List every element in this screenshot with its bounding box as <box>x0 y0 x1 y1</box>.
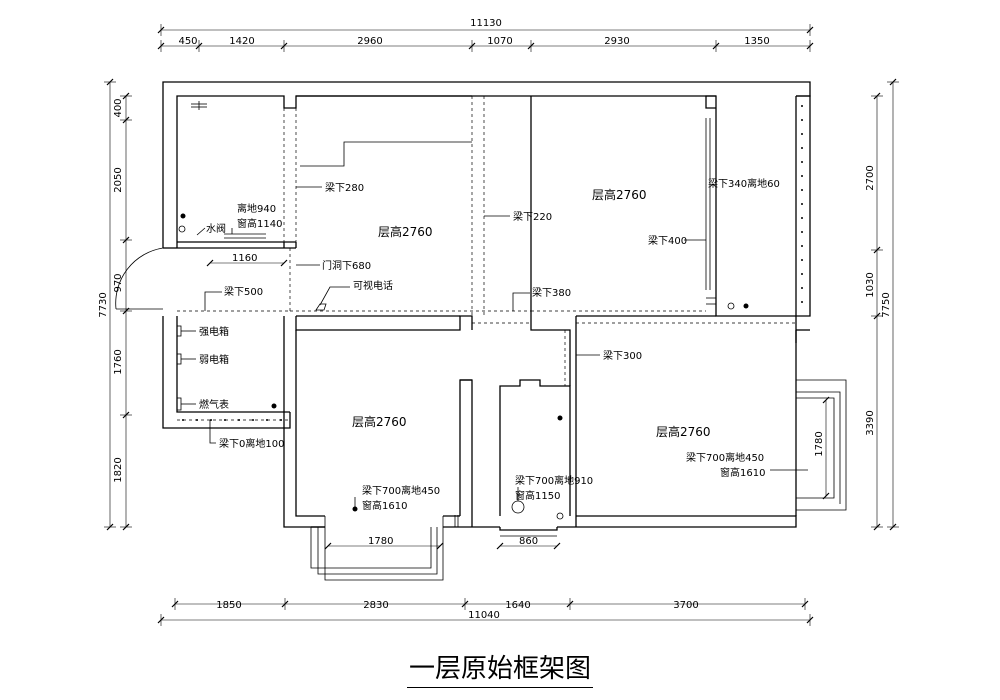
room-label-master: 层高2760 <box>592 187 647 202</box>
valve-label: 水阀 <box>206 222 226 235</box>
bedroom2-window-size-label: 窗高1610 <box>720 466 765 479</box>
room-label-bedroom1: 层高2760 <box>352 414 407 429</box>
gas-meter-label: 燃气表 <box>199 398 229 411</box>
videophone-label: 可视电话 <box>353 279 393 292</box>
bath-window-beam-label: 梁下700离地910 <box>515 474 593 487</box>
dim-left-5: 1820 <box>113 457 124 482</box>
drain-icon <box>178 225 186 233</box>
bedroom2-window-width: 1780 <box>814 431 825 456</box>
weak-box-label: 弱电箱 <box>199 353 229 366</box>
dim-top-6: 1350 <box>744 36 769 47</box>
drawing-title-text: 一层原始框架图 <box>406 648 593 688</box>
bedroom1-window-size-label: 窗高1610 <box>362 499 407 512</box>
kitchen-window-width: 1160 <box>232 253 257 264</box>
door-680-label: 门洞下680 <box>322 259 371 272</box>
dim-bottom-total: 11040 <box>468 610 500 621</box>
dim-left-4: 1760 <box>113 349 124 374</box>
beams <box>177 96 796 421</box>
kitchen-window-height-label: 离地940 <box>237 202 276 215</box>
valve-icon <box>557 415 563 421</box>
beam-280-label: 梁下280 <box>325 181 364 194</box>
strong-box-label: 强电箱 <box>199 325 229 338</box>
dim-left-1: 400 <box>113 98 124 117</box>
dim-top-1: 450 <box>178 36 197 47</box>
bath-window-width: 860 <box>519 536 538 547</box>
top-dimension-chain: 11130 450 1420 2960 1070 2930 1350 <box>157 18 814 52</box>
drawing-title: 一层原始框架图 <box>0 648 1000 688</box>
dim-left-2: 2050 <box>113 167 124 192</box>
right-dimension-chain: 2700 1030 3390 7750 <box>865 78 899 531</box>
dim-top-total: 11130 <box>470 18 502 29</box>
dim-bottom-2: 2830 <box>363 600 388 611</box>
dim-top-4: 1070 <box>487 36 512 47</box>
bath-window-size-label: 窗高1150 <box>515 489 560 502</box>
dim-bottom-4: 3700 <box>673 600 698 611</box>
bedroom1-window-beam-label: 梁下700离地450 <box>362 484 440 497</box>
walls <box>115 81 847 581</box>
dim-right-3: 3390 <box>865 410 876 435</box>
room-label-living: 层高2760 <box>378 224 433 239</box>
valve-icon <box>743 303 749 309</box>
dotted-wall <box>182 105 803 421</box>
beam-400-label: 梁下400 <box>648 234 687 247</box>
drain-icon <box>727 302 735 310</box>
dim-top-5: 2930 <box>604 36 629 47</box>
dim-bottom-3: 1640 <box>505 600 530 611</box>
dim-left-3: 970 <box>113 273 124 292</box>
beam-0-label: 梁下0离地100 <box>219 437 284 450</box>
meter-icon <box>511 500 525 514</box>
dim-right-1: 2700 <box>865 165 876 190</box>
drain-icon <box>556 512 564 520</box>
bedroom2-window-beam-label: 梁下700离地450 <box>686 451 764 464</box>
dim-right-total: 7750 <box>881 292 892 317</box>
dim-top-2: 1420 <box>229 36 254 47</box>
left-dimension-chain: 7730 400 2050 970 1760 1820 <box>98 78 132 531</box>
beam-220-label: 梁下220 <box>513 210 552 223</box>
bottom-dimension-chain: 1850 2830 1640 3700 11040 <box>157 598 814 626</box>
valve-icon <box>271 403 277 409</box>
fixtures <box>176 101 830 550</box>
bedroom1-window-width: 1780 <box>368 536 393 547</box>
videophone-symbol <box>315 303 327 311</box>
dim-right-2: 1030 <box>865 272 876 297</box>
beam-380-label: 梁下380 <box>532 286 571 299</box>
dim-left-total: 7730 <box>98 292 109 317</box>
dim-bottom-1: 1850 <box>216 600 241 611</box>
annotations: 梁下280 梁下220 梁下400 梁下340离地60 门洞下680 可视电话 … <box>199 177 825 547</box>
beam-340-label: 梁下340离地60 <box>708 177 780 190</box>
dim-top-3: 2960 <box>357 36 382 47</box>
valve-icon <box>180 213 186 219</box>
kitchen-window-size-label: 窗高1140 <box>237 217 282 230</box>
room-label-bedroom2: 层高2760 <box>656 424 711 439</box>
beam-500-label: 梁下500 <box>224 285 263 298</box>
room-labels: 层高2760 层高2760 层高2760 层高2760 <box>352 187 711 439</box>
beam-300-label: 梁下300 <box>603 349 642 362</box>
